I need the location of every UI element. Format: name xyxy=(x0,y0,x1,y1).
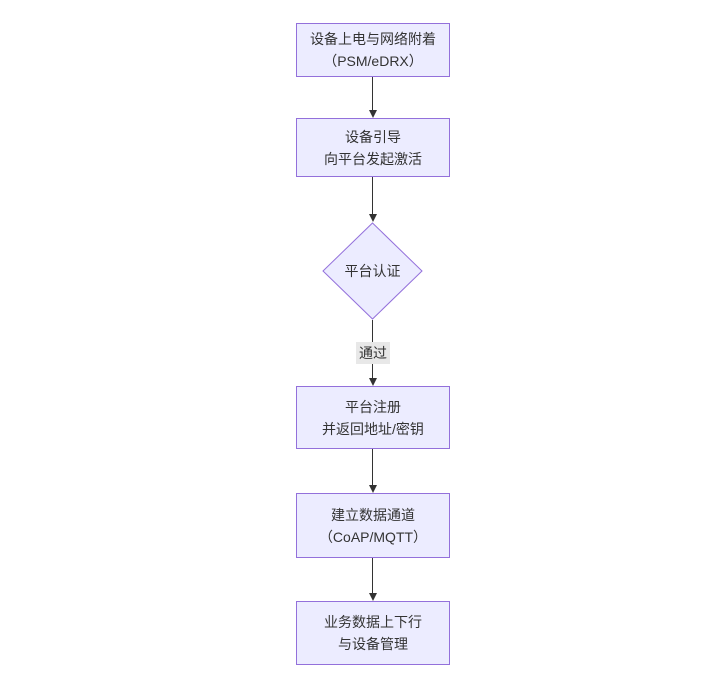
node-label-line: （CoAP/MQTT） xyxy=(318,528,428,545)
arrow-shaft xyxy=(372,449,373,491)
arrowhead-icon xyxy=(368,593,377,601)
node-platform-auth-decision: 平台认证 xyxy=(322,222,423,320)
node-label-line: 设备上电与网络附着 xyxy=(310,31,436,47)
arrowhead-icon xyxy=(368,110,377,118)
node-label-line: 业务数据上下行 xyxy=(324,614,422,630)
node-device-power-attach: 设备上电与网络附着 （PSM/eDRX） xyxy=(296,23,450,77)
node-label-line: （PSM/eDRX） xyxy=(323,53,423,69)
node-label-line: 平台注册 xyxy=(345,398,401,415)
node-label-line: 向平台发起激活 xyxy=(324,150,422,167)
node-label-line: 平台认证 xyxy=(344,263,401,279)
node-label-line: 并返回地址/密钥 xyxy=(322,420,424,437)
edge-arrow-2 xyxy=(368,177,377,222)
node-business-data: 业务数据上下行 与设备管理 xyxy=(296,601,450,665)
arrow-shaft xyxy=(372,77,373,116)
node-data-channel: 建立数据通道 （CoAP/MQTT） xyxy=(296,493,450,558)
diamond-shape xyxy=(322,222,423,320)
arrowhead-icon xyxy=(368,485,377,493)
node-device-bootstrap: 设备引导 向平台发起激活 xyxy=(296,118,450,177)
node-platform-register: 平台注册 并返回地址/密钥 xyxy=(296,386,450,449)
arrow-shaft xyxy=(372,177,373,220)
arrowhead-icon xyxy=(368,214,377,222)
arrowhead-icon xyxy=(368,378,377,386)
arrow-shaft xyxy=(372,558,373,599)
node-label-line: 与设备管理 xyxy=(338,636,408,652)
edge-arrow-5 xyxy=(368,558,377,601)
edge-arrow-1 xyxy=(368,77,377,118)
node-label-line: 建立数据通道 xyxy=(331,506,415,523)
edge-label-pass: 通过 xyxy=(356,342,390,364)
node-label-line: 设备引导 xyxy=(345,128,401,145)
edge-arrow-4 xyxy=(368,449,377,493)
